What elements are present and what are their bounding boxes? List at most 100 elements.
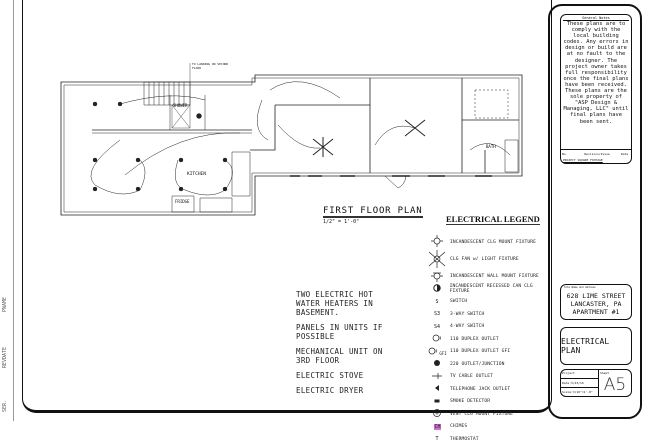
fridge-outline (171, 195, 195, 213)
plan-title: FIRST FLOOR PLAN (323, 206, 423, 218)
duplex-outlet-gfi-icon: GFI (424, 347, 450, 357)
smoke-detector-icon (424, 397, 450, 407)
sheet-label: Sheet (600, 371, 610, 375)
chimes-icon: CH (434, 423, 441, 430)
legend-item: 220 OUTLET/JUNCTION (424, 358, 554, 371)
220-outlet-icon (424, 359, 450, 369)
stair-note: TO LANDING ON SECOND FLOOR (192, 62, 229, 70)
legend-item: S4 4-WAY SWITCH (424, 321, 554, 334)
duplex-outlet-icon (424, 334, 450, 344)
legend-item: CLG FAN w/ LIGHT FIXTURE (424, 249, 554, 271)
legend-label: VENT CLG MOUNT FIXTURE (450, 411, 514, 417)
legend-item: VENT CLG MOUNT FIXTURE (424, 408, 554, 421)
legend-item: CH CHIMES (424, 421, 554, 434)
4-way-switch-icon: S4 (433, 323, 441, 330)
title-block-frame (548, 4, 642, 419)
square-footage: PROJECT SQUARE FOOTAGE (563, 158, 603, 162)
project-label: Project (561, 370, 598, 379)
wall-fixture-icon (424, 270, 450, 284)
closet-dashed (474, 89, 509, 119)
legend-label: INCANDESCENT RECESSED CAN CLG FIXTURE (449, 284, 533, 295)
ceiling-fan-icon (424, 249, 450, 271)
legend-item: S3 3-WAY SWITCH (424, 308, 554, 321)
circuit-wiring (90, 81, 511, 196)
fixtures (92, 101, 228, 192)
3-way-switch-icon: S3 (433, 311, 441, 318)
room-label-kitchen: KITCHEN (187, 172, 206, 177)
legend-label: INCANDESCENT CLG MOUNT FIXTURE (450, 239, 536, 245)
legend-label: SWITCH (450, 299, 468, 305)
project-date: Date:3/23/16 (561, 379, 598, 388)
legend-label: THERMOSTAT (450, 436, 479, 442)
side-label-pname: PNAME (2, 296, 8, 312)
legend-label: 220 OUTLET/JUNCTION (450, 361, 505, 367)
note: MECHANICAL UNIT ON 3RD FLOOR (296, 347, 383, 365)
rev-no-header: No. (562, 151, 568, 156)
vent-fixture-icon (424, 408, 450, 420)
legend-item: INCANDESCENT RECESSED CAN CLG FIXTURE (424, 283, 554, 296)
electrical-legend: INCANDESCENT CLG MOUNT FIXTURE CLG FAN w/… (424, 235, 554, 446)
legend-item: INCANDESCENT CLG MOUNT FIXTURE (424, 235, 554, 249)
legend-item: INCANDESCENT WALL MOUNT FIXTURE (424, 271, 554, 284)
legend-label: 110 DUPLEX OUTLET GFI (450, 349, 511, 355)
entry-door-swing (384, 175, 407, 189)
note: ELECTRIC STOVE (296, 371, 364, 380)
bath-tub (504, 139, 519, 173)
note: TWO ELECTRIC HOT WATER HEATERS IN BASEME… (296, 290, 374, 317)
general-notes-text: These plans are to comply with the local… (563, 21, 629, 125)
legend-label: TV CABLE OUTLET (450, 374, 493, 380)
legend-item: 110 DUPLEX OUTLET (424, 333, 554, 346)
note: ELECTRIC DRYER (296, 386, 364, 395)
legend-label: INCANDESCENT WALL MOUNT FIXTURE (450, 274, 539, 280)
legend-label: CLG FAN w/ LIGHT FIXTURE (450, 257, 519, 262)
shower (171, 104, 191, 129)
legend-item: T THERMOSTAT (424, 433, 554, 446)
room-label-shower: SHOWER (173, 103, 188, 108)
legend-label: CHIMES (450, 424, 468, 430)
legend-item: S SWITCH (424, 296, 554, 309)
legend-item: TV CABLE OUTLET (424, 371, 554, 384)
stairs (143, 81, 191, 106)
sheet-border (22, 0, 552, 413)
general-notes-title: General Notes (563, 16, 629, 21)
legend-label: 4-WAY SWITCH (450, 324, 485, 330)
sheet-title-panel: ELECTRICAL PLAN (560, 327, 632, 365)
address-line: LANCASTER, PA (570, 300, 622, 308)
tv-cable-icon (424, 372, 450, 382)
side-label-ser: SER. (2, 399, 8, 412)
legend-label: SMOKE DETECTOR (450, 399, 491, 405)
address-line: APARTMENT #1 (572, 308, 620, 316)
legend-item: TELEPHONE JACK OUTLET (424, 383, 554, 396)
rev-desc-header: Revision/Issue (584, 151, 610, 156)
project-info-panel: Project Date:3/23/16 Scale:3/16"=1'-0" S… (560, 369, 632, 397)
side-divider (13, 0, 14, 421)
revision-table: No. Revision/Issue Date (561, 149, 631, 157)
counter (199, 151, 251, 213)
address-label: Site Name and Address (564, 286, 596, 289)
sheet-number: A5 (603, 375, 627, 395)
legend-label: 3-WAY SWITCH (450, 311, 485, 317)
address-line: 628 LIME STREET (566, 292, 626, 300)
recessed-can-icon (424, 284, 450, 294)
general-notes-panel: General Notes These plans are to comply … (560, 14, 632, 164)
switch-icon: S (435, 298, 439, 305)
legend-label: TELEPHONE JACK OUTLET (450, 386, 511, 392)
notes: TWO ELECTRIC HOT WATER HEATERS IN BASEME… (296, 290, 396, 395)
room-label-fridge: FRIDGE (175, 199, 190, 204)
plan-scale: 1/2" = 1'-0" (323, 219, 360, 225)
address-panel: Site Name and Address 628 LIME STREET LA… (560, 284, 632, 320)
room-label-bath: BATH (486, 144, 496, 149)
note: PANELS IN UNITS IF POSSIBLE (296, 323, 383, 341)
rev-date-header: Date (621, 151, 629, 156)
sheet-title: ELECTRICAL PLAN (561, 337, 610, 355)
project-scale: Scale:3/16"=1'-0" (562, 390, 593, 394)
ceiling-fixture-icon (424, 235, 450, 249)
side-label-revdate: REVDATE (2, 346, 8, 368)
walls (60, 74, 523, 216)
telephone-jack-icon (424, 384, 450, 394)
thermostat-icon: T (435, 436, 439, 443)
legend-item: SMOKE DETECTOR (424, 396, 554, 409)
legend-label: 110 DUPLEX OUTLET (450, 336, 499, 342)
legend-title: ELECTRICAL LEGEND (446, 214, 540, 225)
